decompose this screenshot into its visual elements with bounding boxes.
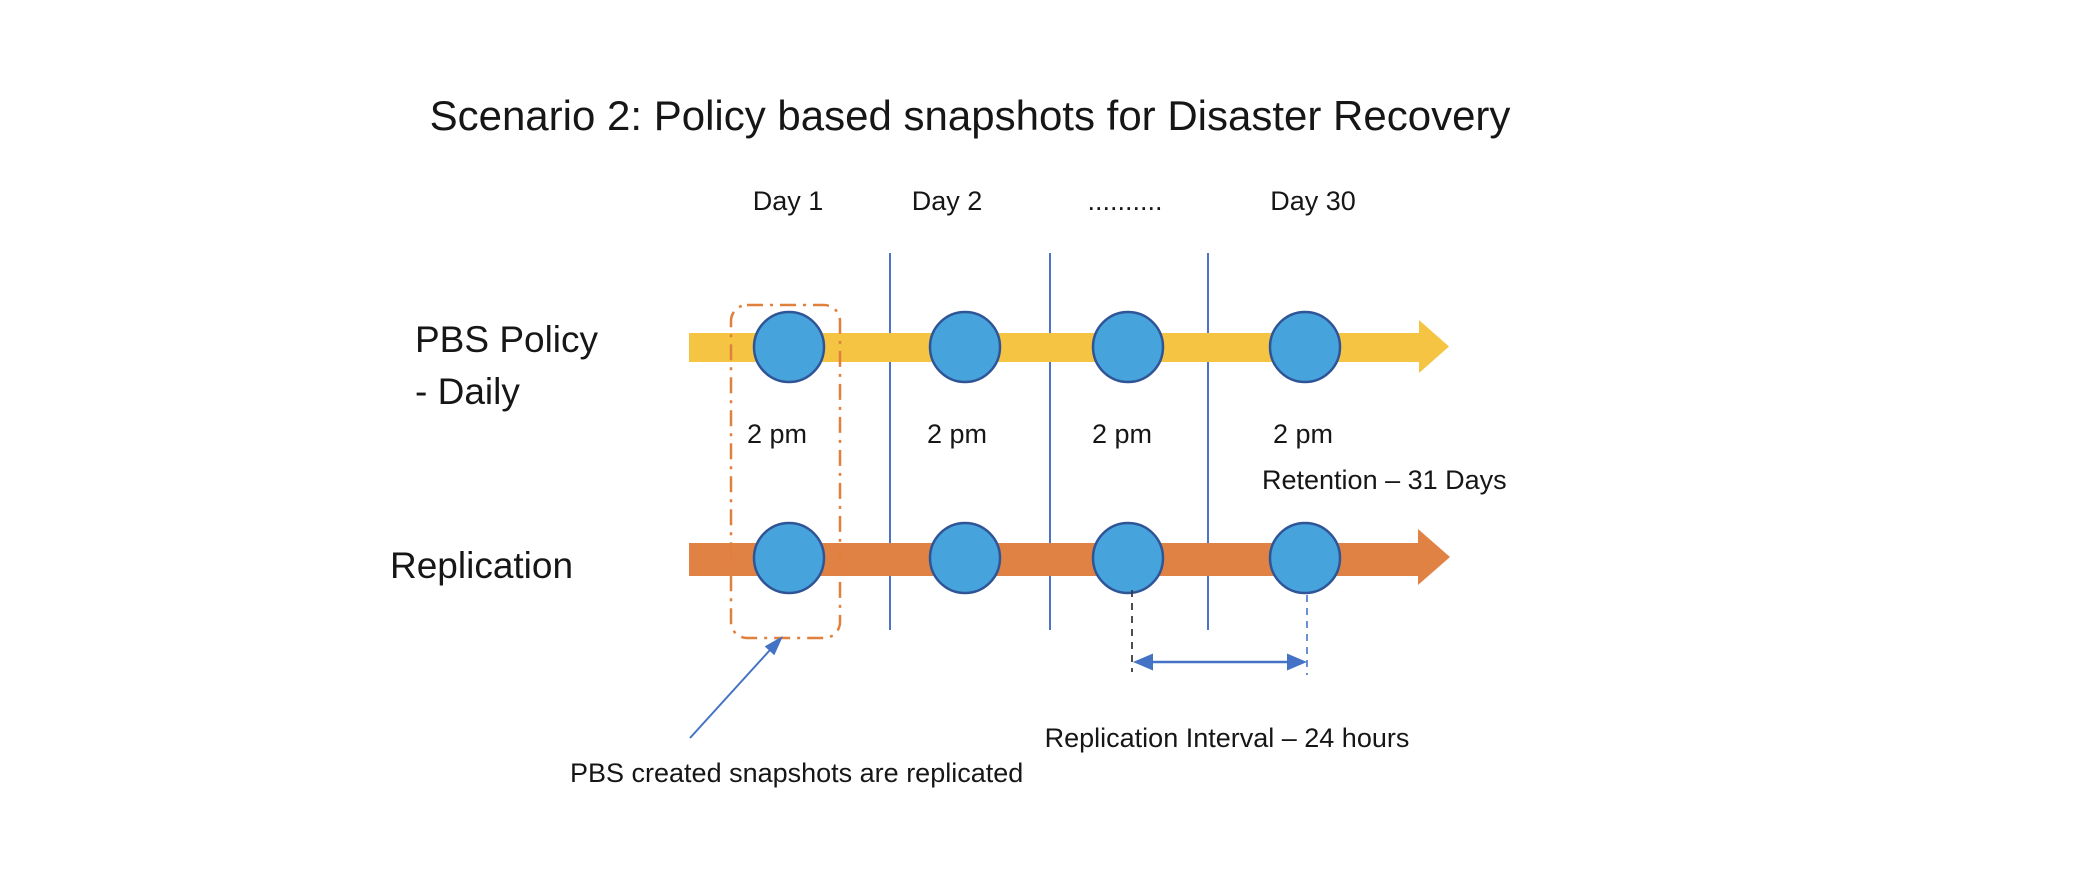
day1-highlight-box	[729, 303, 842, 640]
pbs-snapshot-node-2	[928, 310, 1002, 384]
diagram-title: Scenario 2: Policy based snapshots for D…	[430, 92, 1511, 139]
replication-snapshot-node-4	[1268, 521, 1342, 595]
replication-snapshot-node-3	[1091, 521, 1165, 595]
pbs-timeline-arrow	[689, 320, 1449, 373]
snapshot-time-label-4: 2 pm	[1273, 419, 1333, 449]
day-label-1: Day 1	[753, 186, 824, 216]
pbs-snapshot-node-1	[752, 310, 826, 384]
replication-interval-label: Replication Interval – 24 hours	[1045, 723, 1410, 753]
replication-timeline-arrow	[689, 529, 1450, 585]
day-label-2: Day 2	[912, 186, 983, 216]
pbs-row-label: PBS Policy	[415, 319, 599, 360]
pbs-row-label-line2: - Daily	[415, 371, 520, 412]
snapshot-time-label-3: 2 pm	[1092, 419, 1152, 449]
day-label-ellipsis: ..........	[1087, 186, 1162, 216]
annotation-arrow-icon	[689, 636, 783, 739]
snapshot-time-label-2: 2 pm	[927, 419, 987, 449]
snapshot-time-label-1: 2 pm	[747, 419, 807, 449]
replication-snapshot-node-1	[752, 521, 826, 595]
interval-double-arrow-icon	[1133, 653, 1307, 671]
replication-row-label: Replication	[390, 545, 573, 586]
pbs-snapshot-node-3	[1091, 310, 1165, 384]
day-label-30: Day 30	[1270, 186, 1356, 216]
retention-label: Retention – 31 Days	[1262, 465, 1507, 495]
snapshot-note-label: PBS created snapshots are replicated	[570, 758, 1023, 788]
replication-snapshot-node-2	[928, 521, 1002, 595]
pbs-snapshot-node-4	[1268, 310, 1342, 384]
